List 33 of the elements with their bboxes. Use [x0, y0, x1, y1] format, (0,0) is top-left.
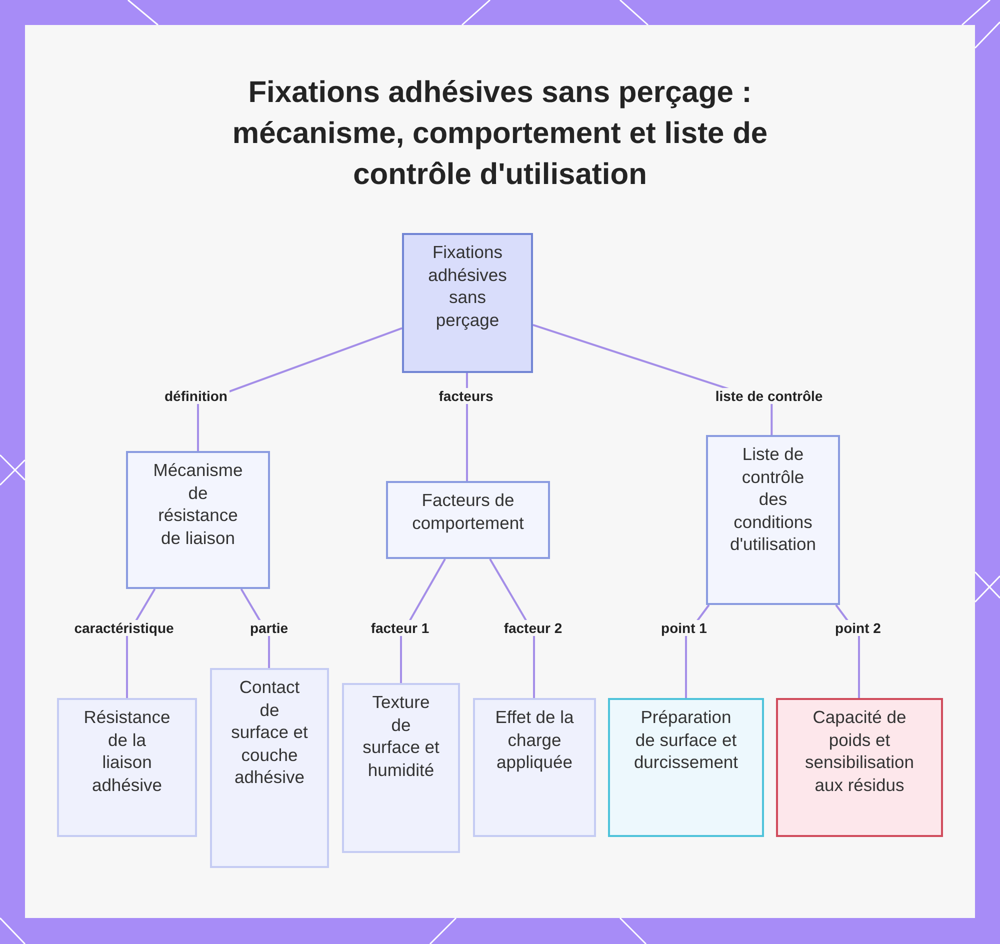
edge-label: facteur 1 — [368, 620, 432, 636]
node-label: Facteurs de comportement — [411, 489, 525, 534]
node-label: Résistance de la liaison adhésive — [84, 706, 170, 796]
edge-label: caractéristique — [72, 620, 176, 636]
edge-label: point 1 — [659, 620, 709, 636]
node-label: Contact de surface et couche adhésive — [230, 676, 309, 788]
process-box — [473, 698, 596, 837]
process-box — [386, 481, 550, 559]
edge-label: facteur 2 — [502, 620, 564, 636]
process-box — [126, 451, 270, 589]
edge-label: liste de contrôle — [713, 388, 825, 404]
process-box — [608, 698, 764, 837]
process-box — [342, 683, 460, 853]
connector-line — [197, 327, 402, 451]
node-label: Mécanisme de résistance de liaison — [152, 459, 244, 549]
node-label: Texture de surface et humidité — [362, 691, 440, 781]
edge-label: définition — [162, 388, 230, 404]
edge-label: point 2 — [833, 620, 883, 636]
diagram-title: Fixations adhésives sans perçage : mécanisme, comportement et liste de contrôle d'utilisation — [231, 75, 769, 193]
process-box — [210, 668, 329, 868]
node-label: Préparation de surface et durcissement — [632, 706, 740, 774]
node-label: Fixations adhésives sans perçage — [427, 241, 508, 331]
node-label: Capacité de poids et sensibilisation aux résidus — [804, 706, 915, 796]
process-box — [776, 698, 943, 837]
node-label: Effet de la charge appliquée — [494, 706, 575, 774]
node-label: Liste de contrôle des conditions d'utilisation — [728, 443, 818, 556]
edge-label: partie — [248, 620, 290, 636]
process-box — [706, 435, 840, 605]
connector-line — [400, 558, 446, 683]
edge-label: facteurs — [436, 388, 496, 404]
process-box — [57, 698, 197, 837]
process-box — [402, 233, 533, 373]
connector-line — [489, 558, 535, 698]
